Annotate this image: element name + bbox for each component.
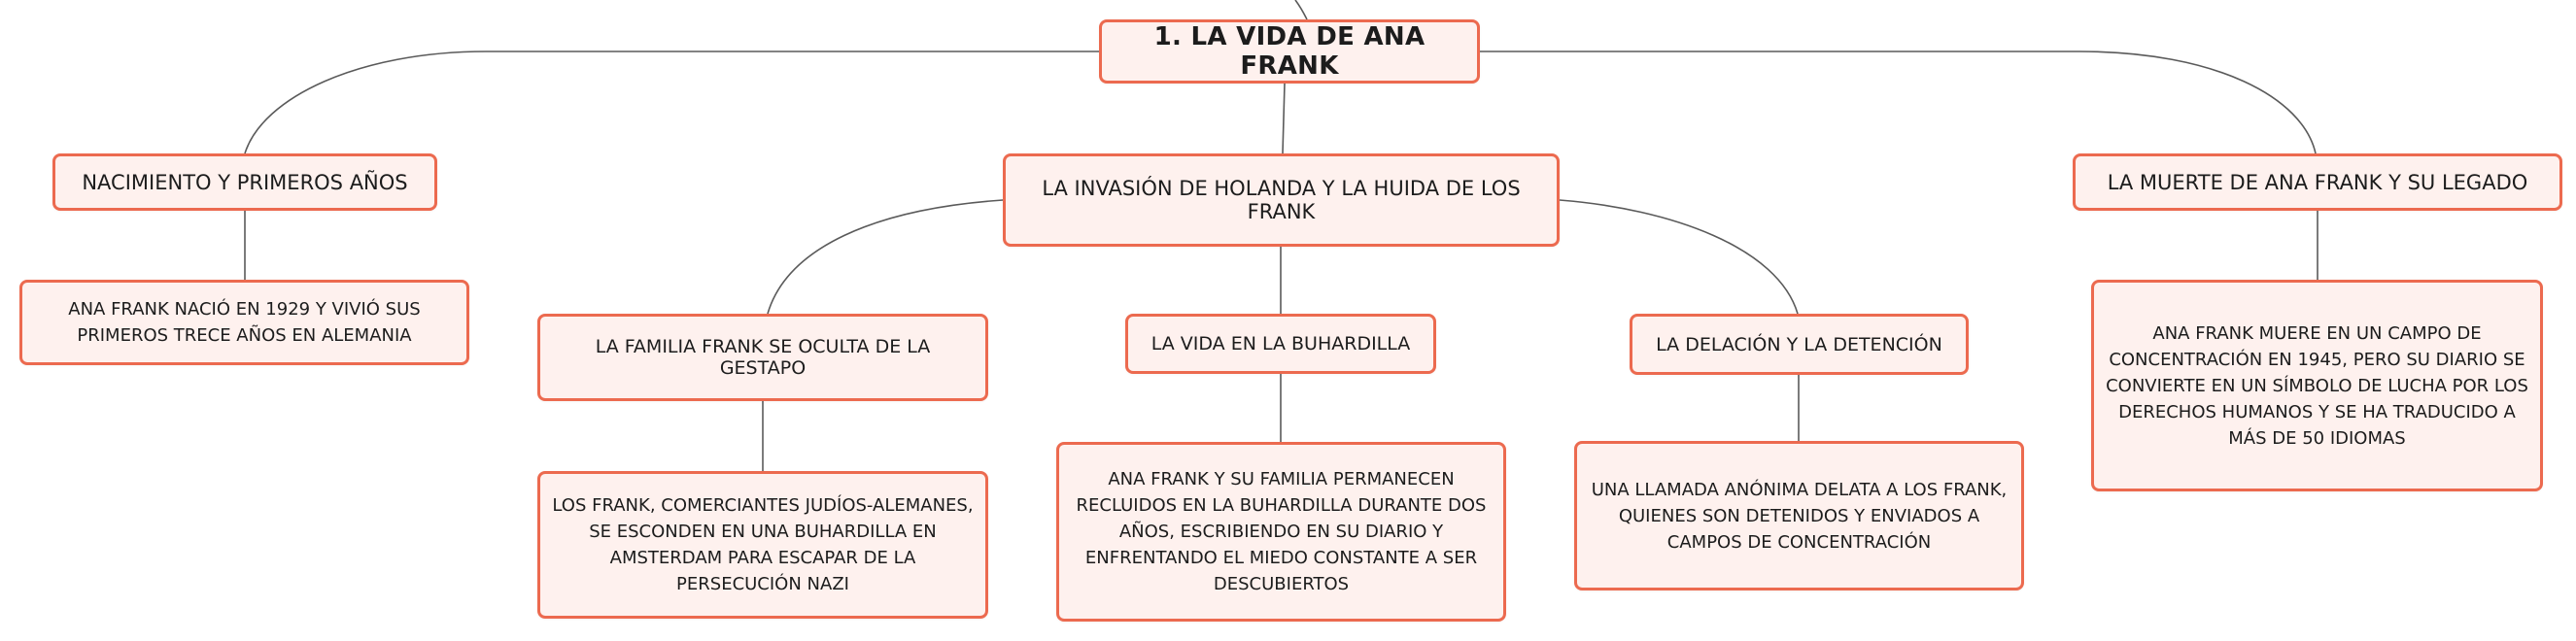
connector-root-to-invasion xyxy=(1282,83,1286,154)
connector-root-to-top xyxy=(1294,0,1308,20)
arrest-node[interactable]: LA DELACIÓN Y LA DETENCIÓN xyxy=(1630,314,1969,375)
root-node[interactable]: 1. LA VIDA DE ANA FRANK xyxy=(1099,19,1480,84)
hiding-node[interactable]: LA FAMILIA FRANK SE OCULTA DE LA GESTAPO xyxy=(537,314,988,401)
branch-birth-node[interactable]: NACIMIENTO Y PRIMEROS AÑOS xyxy=(52,153,437,211)
branch-death-node[interactable]: LA MUERTE DE ANA FRANK Y SU LEGADO xyxy=(2073,153,2562,211)
connector-root-to-death xyxy=(1480,51,2317,154)
death-detail-node[interactable]: ANA FRANK MUERE EN UN CAMPO DE CONCENTRA… xyxy=(2091,280,2543,491)
attic-detail-node[interactable]: ANA FRANK Y SU FAMILIA PERMANECEN RECLUI… xyxy=(1056,442,1506,622)
connector-invasion-to-arrest xyxy=(1559,199,1799,315)
attic-node[interactable]: LA VIDA EN LA BUHARDILLA xyxy=(1125,314,1436,374)
connector-root-to-birth xyxy=(244,51,1099,154)
arrest-detail-node[interactable]: UNA LLAMADA ANÓNIMA DELATA A LOS FRANK, … xyxy=(1574,441,2024,590)
connector-invasion-to-hiding xyxy=(767,199,1004,315)
hiding-detail-node[interactable]: LOS FRANK, COMERCIANTES JUDÍOS-ALEMANES,… xyxy=(537,471,988,619)
branch-invasion-node[interactable]: LA INVASIÓN DE HOLANDA Y LA HUIDA DE LOS… xyxy=(1003,153,1560,247)
birth-detail-node[interactable]: ANA FRANK NACIÓ EN 1929 Y VIVIÓ SUS PRIM… xyxy=(19,280,469,365)
